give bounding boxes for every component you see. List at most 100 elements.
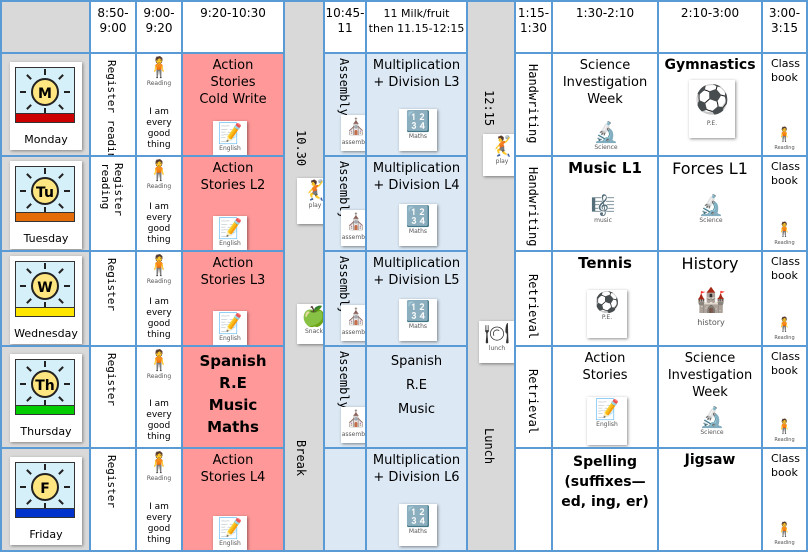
classbook-label: Class book bbox=[771, 255, 800, 282]
register-label: Register bbox=[105, 455, 118, 508]
classbook-label: Class book bbox=[771, 350, 800, 377]
short-slot-label: Retrieval bbox=[526, 274, 540, 340]
reading-icon: 🧍Reading bbox=[774, 419, 795, 443]
day-cell: Tu Tuesday bbox=[0, 155, 91, 252]
day-card: M Monday bbox=[10, 61, 82, 150]
register-label: Register bbox=[105, 353, 118, 406]
assembly-cell: Assembly ⛪assembly bbox=[323, 250, 367, 347]
reading-icon: 🧍Reading bbox=[146, 450, 172, 482]
break-label: Break bbox=[294, 440, 308, 477]
short-slot-label: Handwriting bbox=[526, 64, 540, 144]
morning-lesson-cell: Action Stories Cold Write 📝English bbox=[181, 52, 285, 157]
day-letter: W bbox=[31, 271, 59, 300]
science-icon: 🔬 bbox=[698, 193, 724, 217]
day-letter: M bbox=[31, 77, 59, 106]
reading-cell: 🧍Reading I am every good thing bbox=[135, 52, 183, 157]
sun-icon: F bbox=[15, 461, 75, 518]
short-slot-label: Handwriting bbox=[526, 167, 540, 247]
song-text: I am every good thing bbox=[146, 107, 172, 150]
pe-icon: ⚽ bbox=[694, 83, 730, 116]
pm2-cell: History🏰history bbox=[657, 250, 763, 347]
lesson-title: Multiplication + Division L5 bbox=[372, 256, 461, 288]
register-label: Register bbox=[105, 258, 118, 311]
day-color-bar bbox=[16, 306, 74, 316]
break-time: 10.30 bbox=[294, 130, 308, 167]
short-slot-cell: Handwriting bbox=[514, 155, 553, 252]
assembly-icon: ⛪ bbox=[346, 117, 366, 136]
day-color-bar bbox=[16, 112, 74, 122]
classbook-cell: Class book 🧍Reading bbox=[761, 250, 808, 347]
day-name: Tuesday bbox=[23, 231, 69, 245]
lesson-title: Spanish R.E Music bbox=[390, 354, 443, 417]
assembly-cell: Assembly ⛪assembly bbox=[323, 155, 367, 252]
classbook-cell: Class book 🧍Reading bbox=[761, 447, 808, 552]
assembly-card: ⛪assembly bbox=[341, 210, 366, 246]
assembly-cell: Assembly ⛪assembly bbox=[323, 345, 367, 449]
sun-icon: M bbox=[15, 66, 75, 123]
sun-icon: Th bbox=[15, 359, 75, 415]
assembly-label: Assembly bbox=[337, 161, 351, 219]
pe-card: ⚽P.E. bbox=[689, 80, 735, 138]
short-slot-label: Retrieval bbox=[526, 369, 540, 435]
maths-icon: 🔢 bbox=[405, 109, 431, 133]
maths-cell: Spanish R.E Music bbox=[365, 345, 468, 449]
day-name: Wednesday bbox=[14, 326, 78, 340]
lesson-title: Multiplication + Division L4 bbox=[372, 161, 461, 193]
maths-icon: 🔢 bbox=[405, 299, 431, 323]
assembly-cell bbox=[323, 447, 367, 552]
register-cell: Register reading bbox=[89, 155, 137, 252]
time-header: 1:30-2:10 bbox=[551, 0, 659, 54]
science-icon: 🔬 bbox=[699, 405, 725, 429]
maths-cell: Multiplication + Division L3 🔢Maths bbox=[365, 52, 468, 157]
register-cell: Register reading bbox=[89, 52, 137, 157]
day-letter: F bbox=[31, 472, 59, 501]
science-card: 🔬Science bbox=[697, 405, 727, 441]
song-text: I am every good thing bbox=[146, 297, 172, 340]
pm1-cell: Tennis⚽P.E. bbox=[551, 250, 659, 347]
day-letter: Tu bbox=[31, 176, 59, 205]
pm1-cell: Spelling (suffixes— ed, ing, er) bbox=[551, 447, 659, 552]
maths-card: 🔢Maths bbox=[399, 299, 437, 341]
lesson-title: Science Investigation Week bbox=[562, 58, 648, 107]
assembly-card: ⛪assembly bbox=[341, 115, 366, 151]
english-card: 📝English bbox=[213, 121, 247, 155]
english-icon: 📝 bbox=[217, 516, 243, 540]
day-letter: Th bbox=[31, 370, 59, 398]
maths-cell: Multiplication + Division L4 🔢Maths bbox=[365, 155, 468, 252]
reading-cell: 🧍Reading I am every good thing bbox=[135, 155, 183, 252]
english-card: 📝English bbox=[213, 216, 247, 250]
reading-icon: 🧍Reading bbox=[146, 253, 172, 285]
assembly-icon: ⛪ bbox=[346, 307, 366, 326]
day-card: Tu Tuesday bbox=[10, 160, 82, 249]
sun-icon: W bbox=[15, 260, 75, 317]
classbook-cell: Class book 🧍Reading bbox=[761, 345, 808, 449]
short-slot-cell: Retrieval bbox=[514, 250, 553, 347]
reading-cell: 🧍Reading I am every good thing bbox=[135, 250, 183, 347]
morning-lesson-cell: Action Stories L2 📝English bbox=[181, 155, 285, 252]
lunch-time: 12:15 bbox=[482, 90, 496, 127]
english-card: 📝English bbox=[213, 311, 247, 345]
assembly-card: ⛪assembly bbox=[341, 305, 366, 341]
science-card: 🔬Science bbox=[693, 193, 729, 243]
classbook-label: Class book bbox=[771, 57, 800, 84]
day-color-bar bbox=[16, 405, 74, 414]
reading-cell: 🧍Reading I am every good thing bbox=[135, 345, 183, 449]
lesson-title: History bbox=[681, 254, 739, 273]
maths-card: 🔢Maths bbox=[399, 204, 437, 246]
day-cell: M Monday bbox=[0, 52, 91, 157]
english-card: 📝English bbox=[587, 397, 627, 445]
reading-icon: 🧍Reading bbox=[146, 158, 172, 190]
lesson-title: Forces L1 bbox=[672, 159, 748, 178]
lesson-title: Spelling (suffixes— ed, ing, er) bbox=[561, 454, 649, 510]
time-header: 2:10-3:00 bbox=[657, 0, 763, 54]
pm2-cell: Science Investigation Week🔬Science bbox=[657, 345, 763, 449]
maths-icon: 🔢 bbox=[405, 504, 431, 528]
lesson-title: Music L1 bbox=[568, 159, 642, 177]
day-color-bar bbox=[16, 507, 74, 517]
lesson-title: Multiplication + Division L6 bbox=[372, 453, 461, 485]
maths-card: 🔢Maths bbox=[399, 109, 437, 151]
register-cell: Register bbox=[89, 447, 137, 552]
history-icon: 🏰 bbox=[696, 286, 726, 314]
day-card: F Friday bbox=[10, 456, 82, 545]
assembly-icon: ⛪ bbox=[346, 212, 366, 231]
